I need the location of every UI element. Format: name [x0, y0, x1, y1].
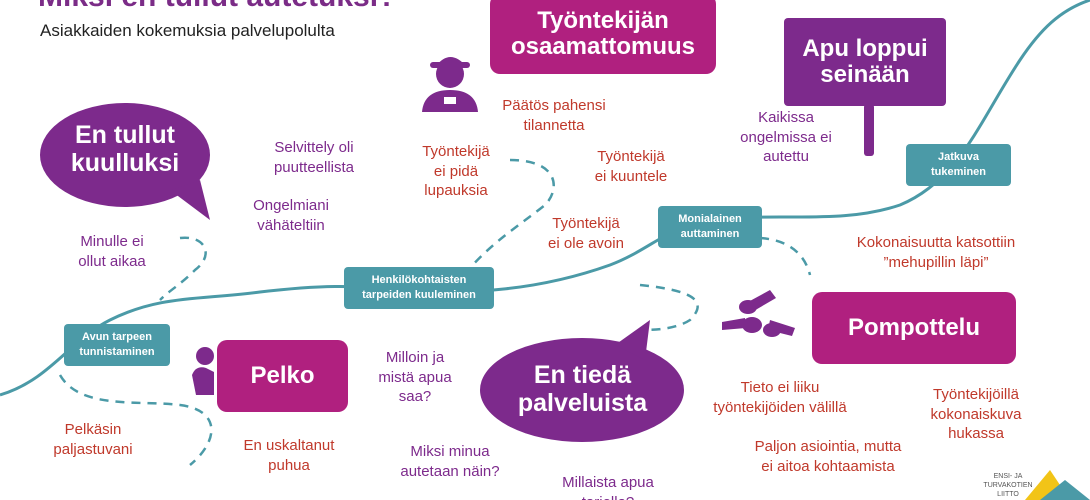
note-millaista: Millaista apua tarjolla? — [562, 474, 654, 500]
path-label-monialainen: Monialainen auttaminen — [658, 206, 762, 248]
dashed-branch — [58, 374, 213, 466]
box-tyontekijan-osaamattomuus: Työntekijän osaamattomuus — [490, 0, 716, 74]
signpost-icon — [864, 104, 874, 156]
bubble-en-tullut-kuulluksi: En tullut kuulluksi — [70, 121, 180, 177]
page-subtitle: Asiakkaiden kokemuksia palvelupolulta — [40, 21, 335, 40]
speech-bubble-shape — [40, 103, 210, 207]
pointing-hands-icon — [722, 290, 795, 337]
note-kokonaiskuva: Työntekijöillä kokonaiskuva hukassa — [930, 386, 1022, 442]
page-title: Miksi en tullut autetuksi? — [38, 0, 396, 14]
note-pelkasin: Pelkäsin paljastuvani — [53, 421, 133, 458]
note-ei-pida: Työntekijä ei pidä lupauksia — [422, 143, 490, 199]
box-pelko: Pelko — [217, 340, 348, 412]
dashed-branch — [159, 236, 207, 301]
note-kokonaisuutta: Kokonaisuutta katsottiin ”mehupillin läp… — [856, 234, 1016, 271]
note-uskaltanut: En uskaltanut puhua — [243, 437, 335, 474]
box-pompottelu: Pompottelu — [812, 292, 1016, 364]
note-ongelmiani: Ongelmiani vähäteltiin — [253, 197, 329, 234]
logo-text: ENSI- JA TURVAKOTIEN LIITTO — [983, 473, 1033, 499]
note-paatos: Päätös pahensi tilannetta — [502, 97, 606, 134]
note-kaikissa: Kaikissa ongelmissa ei autettu — [740, 109, 832, 165]
note-tieto-ei: Tieto ei liiku työntekijöiden välillä — [713, 379, 847, 416]
bubble-en-tieda-palveluista: En tiedä palveluista — [517, 361, 648, 417]
speech-bubble-tail — [615, 320, 650, 360]
dashed-branch — [469, 158, 555, 269]
dashed-branch — [639, 283, 699, 332]
note-ei-avoin: Työntekijä ei ole avoin — [548, 215, 624, 252]
person-peeking-icon — [192, 347, 214, 395]
speech-bubble-shape — [480, 338, 684, 442]
note-minulle-ei: Minulle ei ollut aikaa — [78, 233, 146, 270]
logo — [1025, 470, 1090, 500]
note-miksi: Miksi minua autetaan näin? — [400, 443, 500, 480]
note-selvittely: Selvittely oli puutteellista — [273, 139, 355, 176]
path-label-avun-tarpeen: Avun tarpeen tunnistaminen — [64, 324, 170, 366]
note-paljon: Paljon asiointia, mutta ei aitoa kohtaam… — [754, 438, 902, 475]
path-label-henkilokohtaisten: Henkilökohtaisten tarpeiden kuuleminen — [344, 267, 494, 309]
service-path-line — [0, 0, 1090, 397]
box-apu-loppui-seinaan: Apu loppui seinään — [784, 18, 946, 106]
note-milloin: Milloin ja mistä apua saa? — [378, 349, 452, 405]
worker-icon — [422, 57, 478, 112]
speech-bubble-tail — [170, 180, 210, 220]
path-label-jatkuva: Jatkuva tukeminen — [906, 144, 1011, 186]
dashed-branch — [759, 236, 812, 276]
note-ei-kuuntele: Työntekijä ei kuuntele — [594, 148, 668, 185]
